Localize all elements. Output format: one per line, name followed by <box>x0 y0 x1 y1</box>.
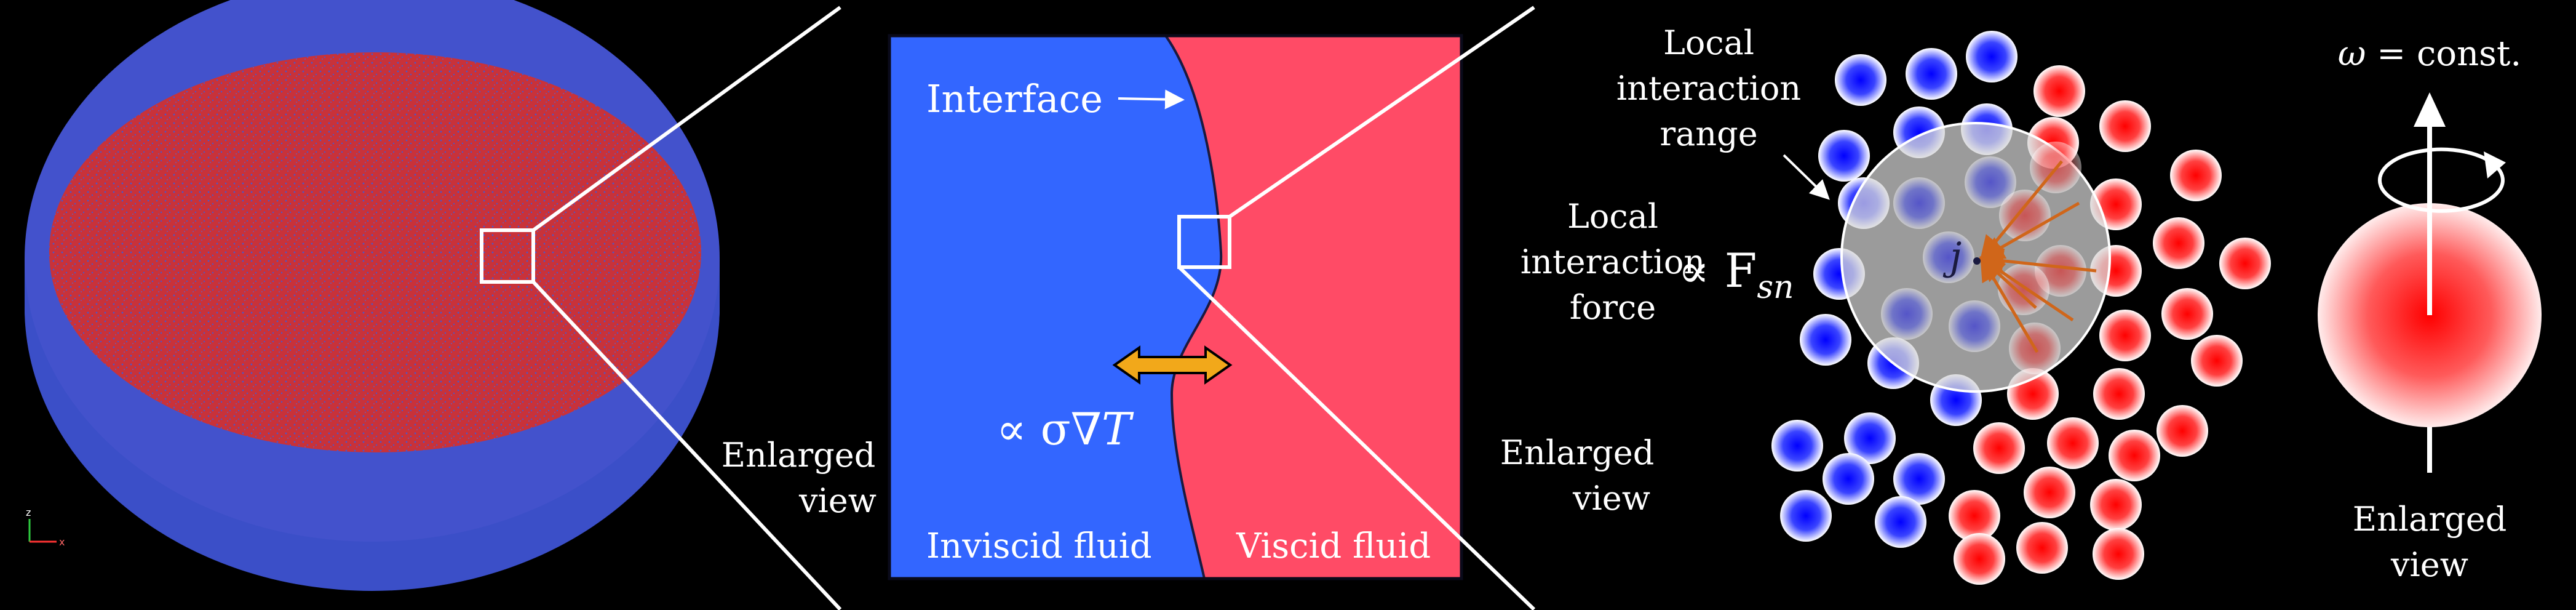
disk-panel: z x <box>25 0 720 591</box>
force-arrow <box>1979 256 2037 309</box>
enlarged-view-2-line1: Enlarged <box>1500 433 1655 472</box>
zoom-box-1 <box>480 228 535 284</box>
local-range-line1: Local <box>1663 23 1754 62</box>
red-particle <box>2047 417 2099 469</box>
red-particle <box>2170 150 2222 201</box>
red-particle <box>2093 528 2144 580</box>
rotation-axis-arrowhead <box>2414 92 2446 127</box>
blue-particle <box>1893 453 1945 505</box>
red-particle <box>1949 490 2000 542</box>
panel-2-border <box>888 34 1463 580</box>
enlarged-view-3-line1: Enlarged <box>2353 500 2507 539</box>
force-proportional-label: ∝ Fsn <box>1678 243 1794 306</box>
zoom-line-1-bottom <box>531 280 842 610</box>
red-particle <box>2191 335 2243 387</box>
red-particle <box>2093 368 2145 420</box>
zoom-box-2 <box>1177 215 1231 269</box>
blue-particle <box>1844 412 1896 464</box>
blue-particle-in-range <box>1923 231 1974 283</box>
blue-particle <box>1800 314 1851 366</box>
marangoni-prefix: ∝ σ <box>996 403 1071 455</box>
marangoni-T: T <box>1102 403 1134 455</box>
zoom-line-1-top <box>532 6 841 232</box>
red-particle-in-range <box>1998 263 2049 315</box>
red-particle <box>2153 217 2204 269</box>
local-range-line2: interaction <box>1616 69 1801 108</box>
local-force-line3: force <box>1570 288 1656 327</box>
red-particle <box>2099 100 2151 152</box>
red-particle <box>1954 533 2005 585</box>
rotation-ellipse-back <box>2377 147 2498 185</box>
enlarged-view-3-line2: view <box>2390 545 2468 584</box>
red-particle <box>1973 422 2025 474</box>
red-particle <box>2109 430 2160 481</box>
viscid-region <box>1166 36 1461 579</box>
disk-top-surface <box>49 52 701 452</box>
force-arrows <box>1979 160 2097 353</box>
range-pointer <box>1783 154 1830 200</box>
local-range-line3: range <box>1660 114 1757 153</box>
red-particle <box>2024 467 2075 518</box>
interface-pointer <box>1118 89 1185 110</box>
viscid-fluid-label: Viscid fluid <box>1236 526 1431 566</box>
blue-particle-in-range <box>1965 156 2016 208</box>
zoom-line-2-top <box>1228 6 1535 219</box>
zoom-line-2-bottom <box>1177 265 1536 610</box>
blue-particle <box>1780 490 1832 542</box>
particle-panel: Local interaction range Local interactio… <box>1521 23 2271 585</box>
blue-particle <box>1906 48 1957 100</box>
blue-particle <box>1835 54 1886 106</box>
local-force-line2: interaction <box>1521 243 1705 281</box>
red-particle <box>2033 65 2085 117</box>
omega-const: = const. <box>2366 34 2521 74</box>
marangoni-grad: ∇ <box>1071 403 1102 455</box>
blue-particle <box>1823 453 1874 505</box>
omega-label: ω = const. <box>2338 34 2521 74</box>
red-particle <box>2157 405 2208 457</box>
blue-particle <box>1818 130 1870 182</box>
interface-panel: Interface ∝ σ∇T Inviscid fluid Viscid fl… <box>888 34 1463 580</box>
red-particle <box>2161 288 2213 340</box>
red-particle <box>2016 522 2068 574</box>
enlarged-view-1-line1: Enlarged <box>722 436 876 475</box>
red-particle <box>2099 310 2151 361</box>
inviscid-fluid-label: Inviscid fluid <box>926 526 1152 566</box>
blue-particle-in-range <box>1893 177 1945 229</box>
local-force-line1: Local <box>1567 197 1658 236</box>
enlarged-view-2-line2: view <box>1572 479 1650 518</box>
interface-curve <box>1164 34 1223 579</box>
rotation-arrowhead <box>2484 151 2506 179</box>
force-prefix: ∝ F <box>1678 243 1757 298</box>
axis-x-label: x <box>59 536 65 548</box>
blue-particle-in-range <box>1881 288 1933 340</box>
blue-particle-in-range <box>1949 300 2000 352</box>
red-particle <box>2090 479 2142 531</box>
blue-particle <box>1966 31 2017 82</box>
marangoni-label: ∝ σ∇T <box>996 403 1134 455</box>
axis-z-label: z <box>26 507 31 518</box>
particle-j-dot <box>1973 257 1981 265</box>
force-subscript: sn <box>1757 269 1794 306</box>
interface-label: Interface <box>926 76 1103 121</box>
rotation-panel: ω = const. Enlarged view <box>2318 34 2542 584</box>
blue-particle <box>1875 496 1926 548</box>
axis-triad: z x <box>26 507 65 548</box>
blue-particle <box>1771 420 1823 472</box>
omega-symbol: ω <box>2338 34 2366 74</box>
rotation-ellipse-front <box>2379 164 2505 213</box>
marangoni-double-arrow <box>1112 345 1233 385</box>
red-particle <box>2219 238 2271 289</box>
enlarged-view-1-line2: view <box>798 481 877 520</box>
